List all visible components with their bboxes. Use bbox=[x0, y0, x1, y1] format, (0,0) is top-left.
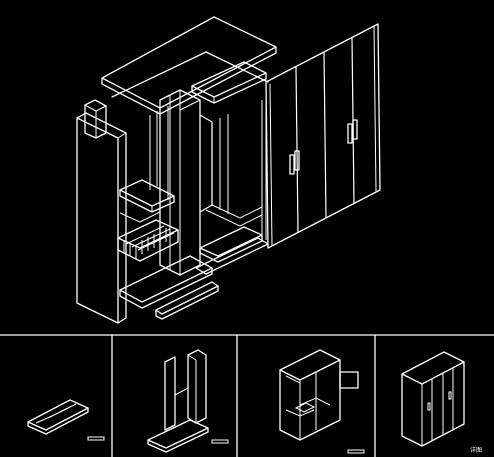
main-exploded-view bbox=[76, 16, 381, 324]
wardrobe-doors bbox=[265, 23, 381, 249]
pull-out-rack bbox=[117, 179, 179, 262]
thumbnail-base-frame[interactable] bbox=[27, 399, 105, 441]
left-side-panel bbox=[76, 112, 127, 324]
left-upright-stub bbox=[84, 99, 107, 139]
door-handle-left bbox=[289, 150, 300, 175]
thumbnail-carcass[interactable] bbox=[279, 349, 365, 454]
door-handle-right bbox=[347, 119, 358, 144]
scale-mark bbox=[347, 449, 365, 454]
scale-mark bbox=[211, 439, 229, 444]
scale-mark bbox=[87, 436, 105, 441]
thumbnail-closed-wardrobe[interactable]: 详图 bbox=[401, 351, 482, 454]
corner-mark: 详图 bbox=[470, 446, 482, 454]
right-compartment bbox=[191, 61, 267, 240]
middle-divider bbox=[159, 89, 201, 276]
base-plinth bbox=[119, 255, 219, 320]
thumbnail-side-panels[interactable] bbox=[147, 349, 229, 453]
carcass-back bbox=[111, 51, 269, 200]
thumbnail-strip: 详图 bbox=[0, 334, 494, 457]
bottom-shelf bbox=[195, 226, 269, 275]
